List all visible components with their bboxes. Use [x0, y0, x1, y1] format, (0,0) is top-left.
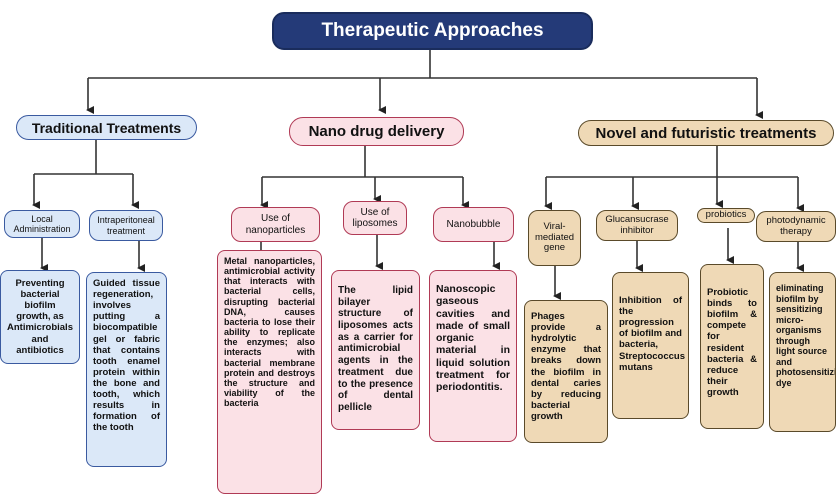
photodynamic-therapy-label: photodynamic therapy: [756, 211, 836, 242]
viral-mediated-gene-description: Phages provide a hydrolytic enzyme that …: [524, 300, 608, 443]
intraperitoneal-treatment-description: Guided tissue regeneration, involves put…: [86, 272, 167, 467]
category-novel-futuristic-treatments: Novel and futuristic treatments: [578, 120, 834, 146]
use-of-liposomes-label: Use of liposomes: [343, 201, 407, 235]
viral-mediated-gene-label: Viral-mediated gene: [528, 210, 581, 266]
local-administration-description: Preventing bacterial biofilm growth, as …: [0, 270, 80, 364]
use-of-nanoparticles-label: Use of nanoparticles: [231, 207, 320, 242]
use-of-liposomes-description: The lipid bilayer structure of liposomes…: [331, 270, 420, 430]
nanobubble-description: Nanoscopic gaseous cavities and made of …: [429, 270, 517, 442]
glucansucrase-inhibitor-description: Inhibition of the progression of biofilm…: [612, 272, 689, 419]
local-administration-label: Local Administration: [4, 210, 80, 238]
glucansucrase-inhibitor-label: Glucansucrase inhibitor: [596, 210, 678, 241]
use-of-nanoparticles-description: Metal nanoparticles, antimicrobial activ…: [217, 250, 322, 494]
intraperitoneal-treatment-label: Intraperitoneal treatment: [89, 210, 163, 241]
probiotics-description: Probiotic binds to biofilm & compete for…: [700, 264, 764, 429]
category-traditional-treatments: Traditional Treatments: [16, 115, 197, 140]
nanobubble-label: Nanobubble: [433, 207, 514, 242]
diagram-title: Therapeutic Approaches: [272, 12, 593, 50]
probiotics-label: probiotics: [697, 208, 755, 223]
category-nano-drug-delivery: Nano drug delivery: [289, 117, 464, 146]
photodynamic-therapy-description: eliminating biofilm by sensitizing micro…: [769, 272, 836, 432]
